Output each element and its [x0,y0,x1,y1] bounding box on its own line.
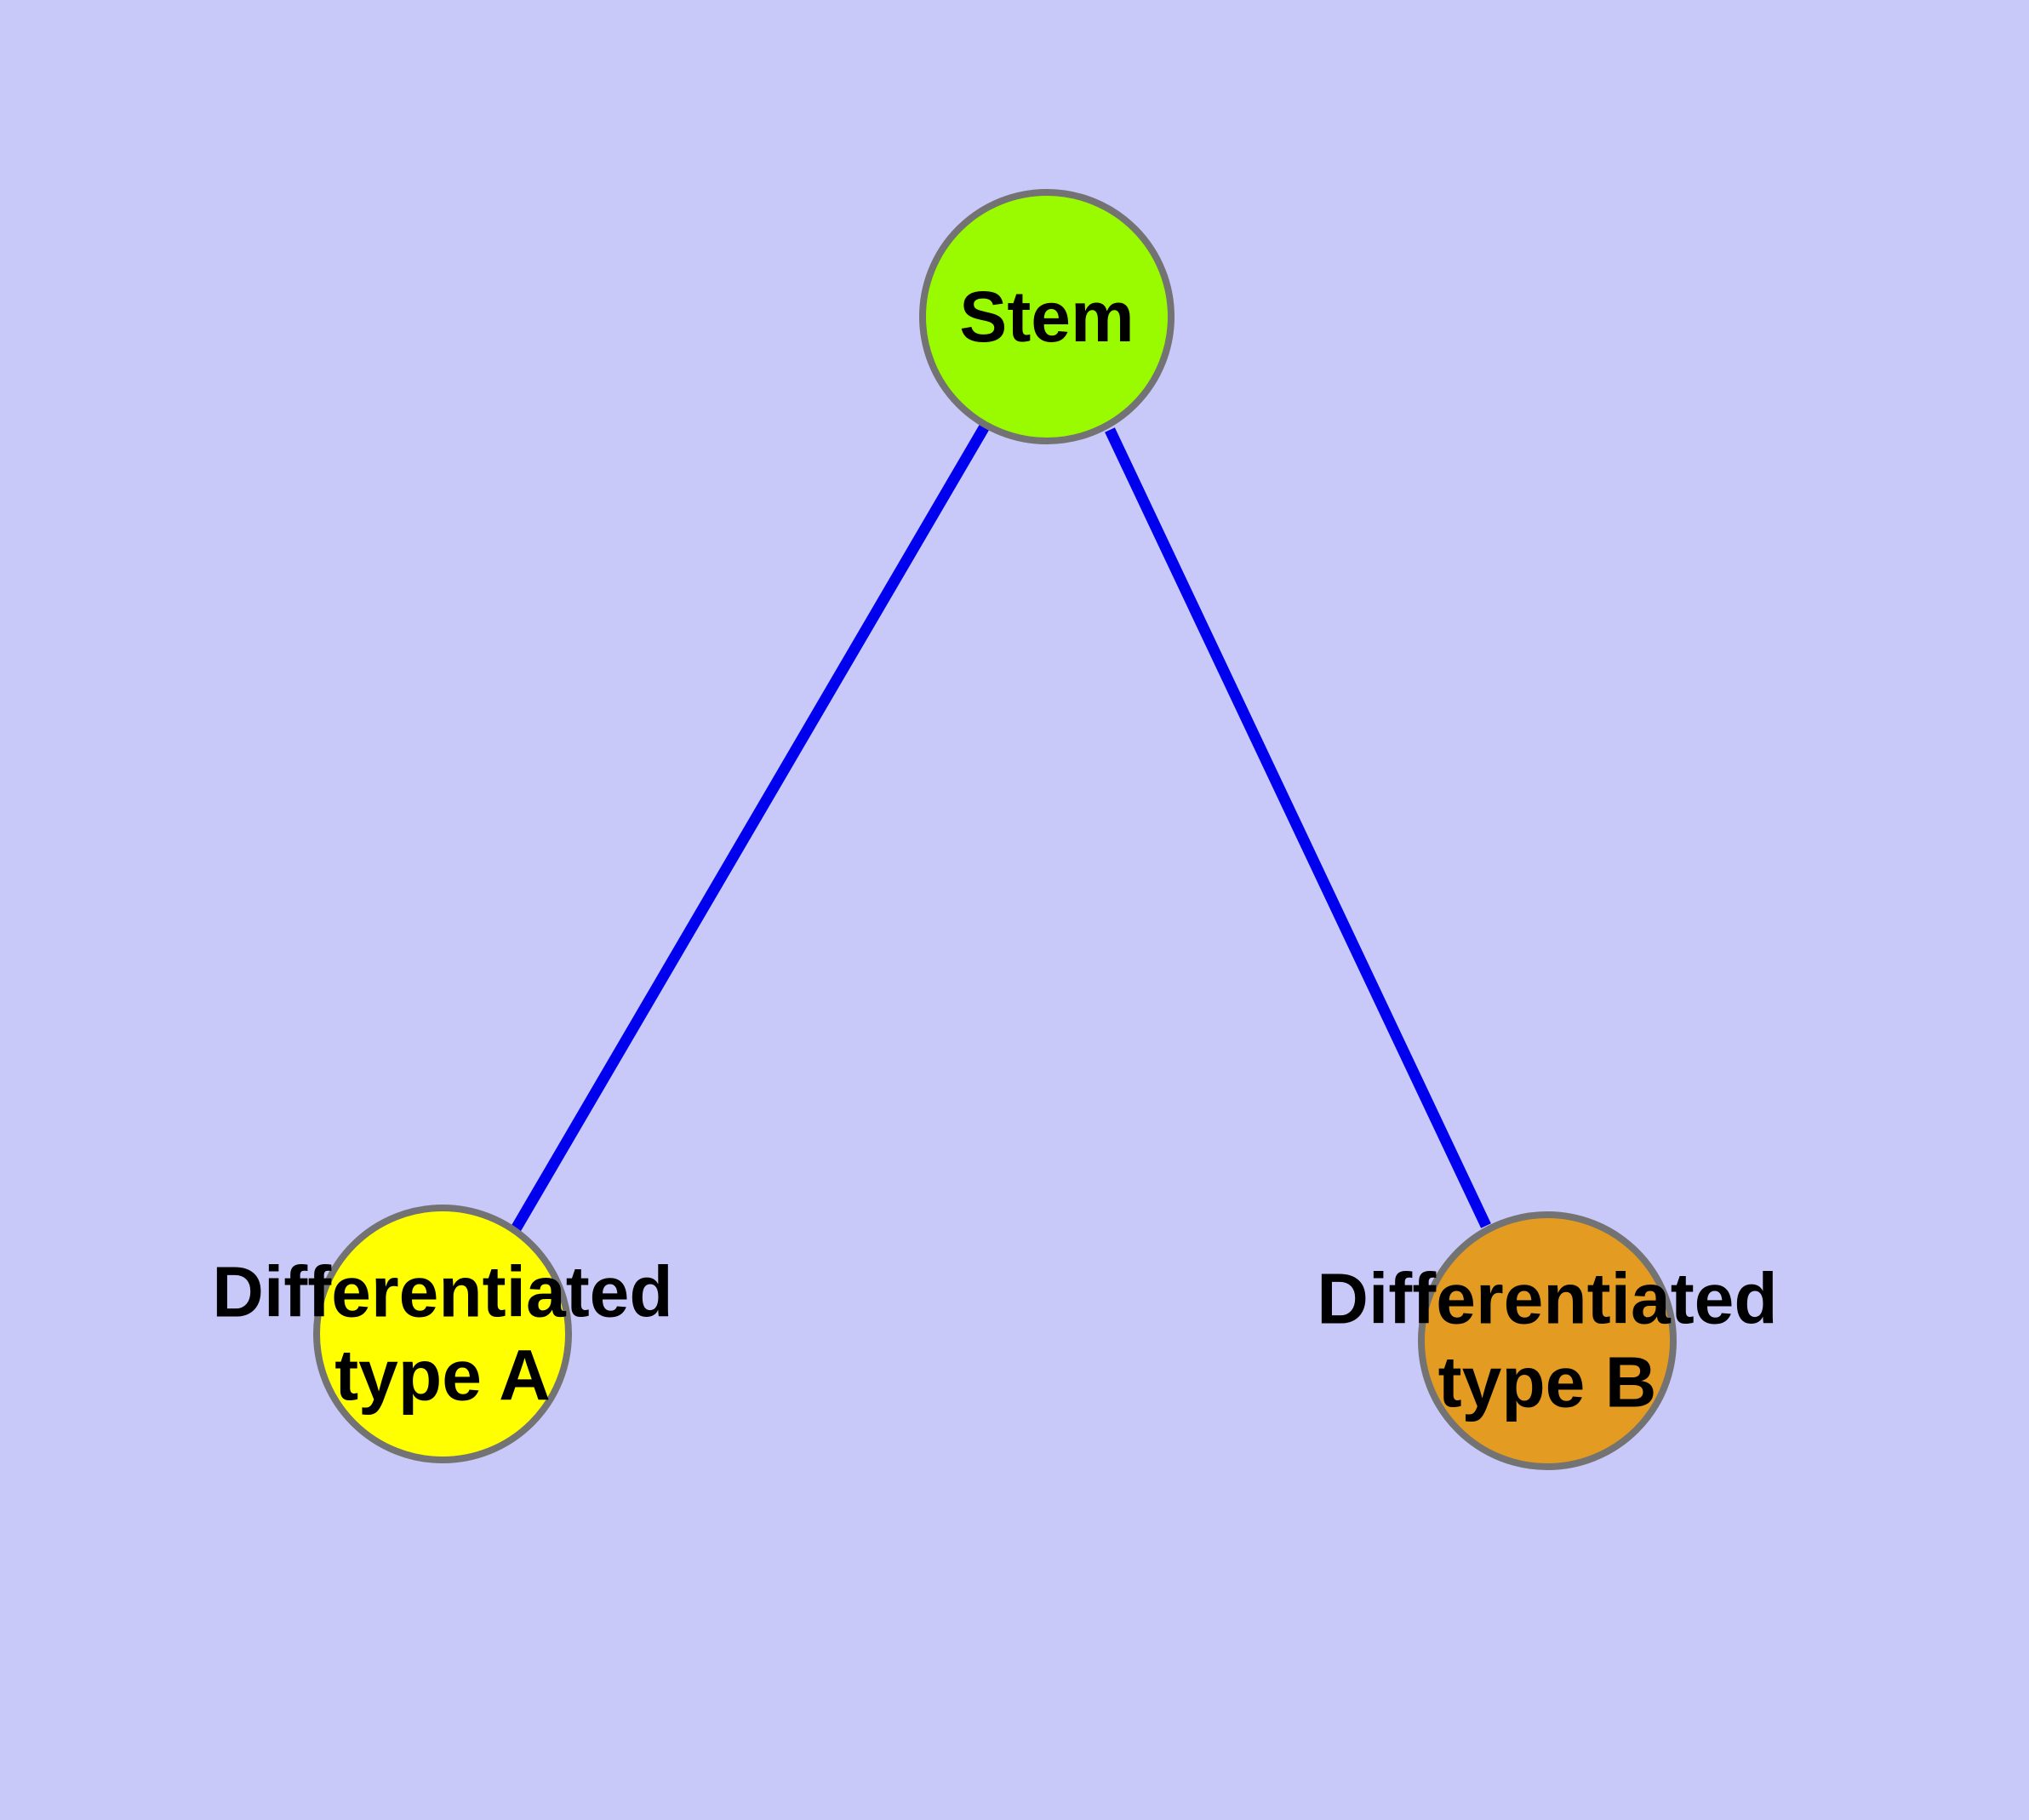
node-stem-label: Stem [959,276,1135,357]
node-differentiated-type-a[interactable]: Differentiated type A [212,1205,673,1463]
node-stem[interactable]: Stem [919,189,1175,444]
node-differentiated-type-b[interactable]: Differentiated type B [1317,1211,1778,1470]
edge-stem-to-diff-a[interactable] [509,423,990,1235]
edge-stem-to-diff-b[interactable] [1105,427,1491,1228]
